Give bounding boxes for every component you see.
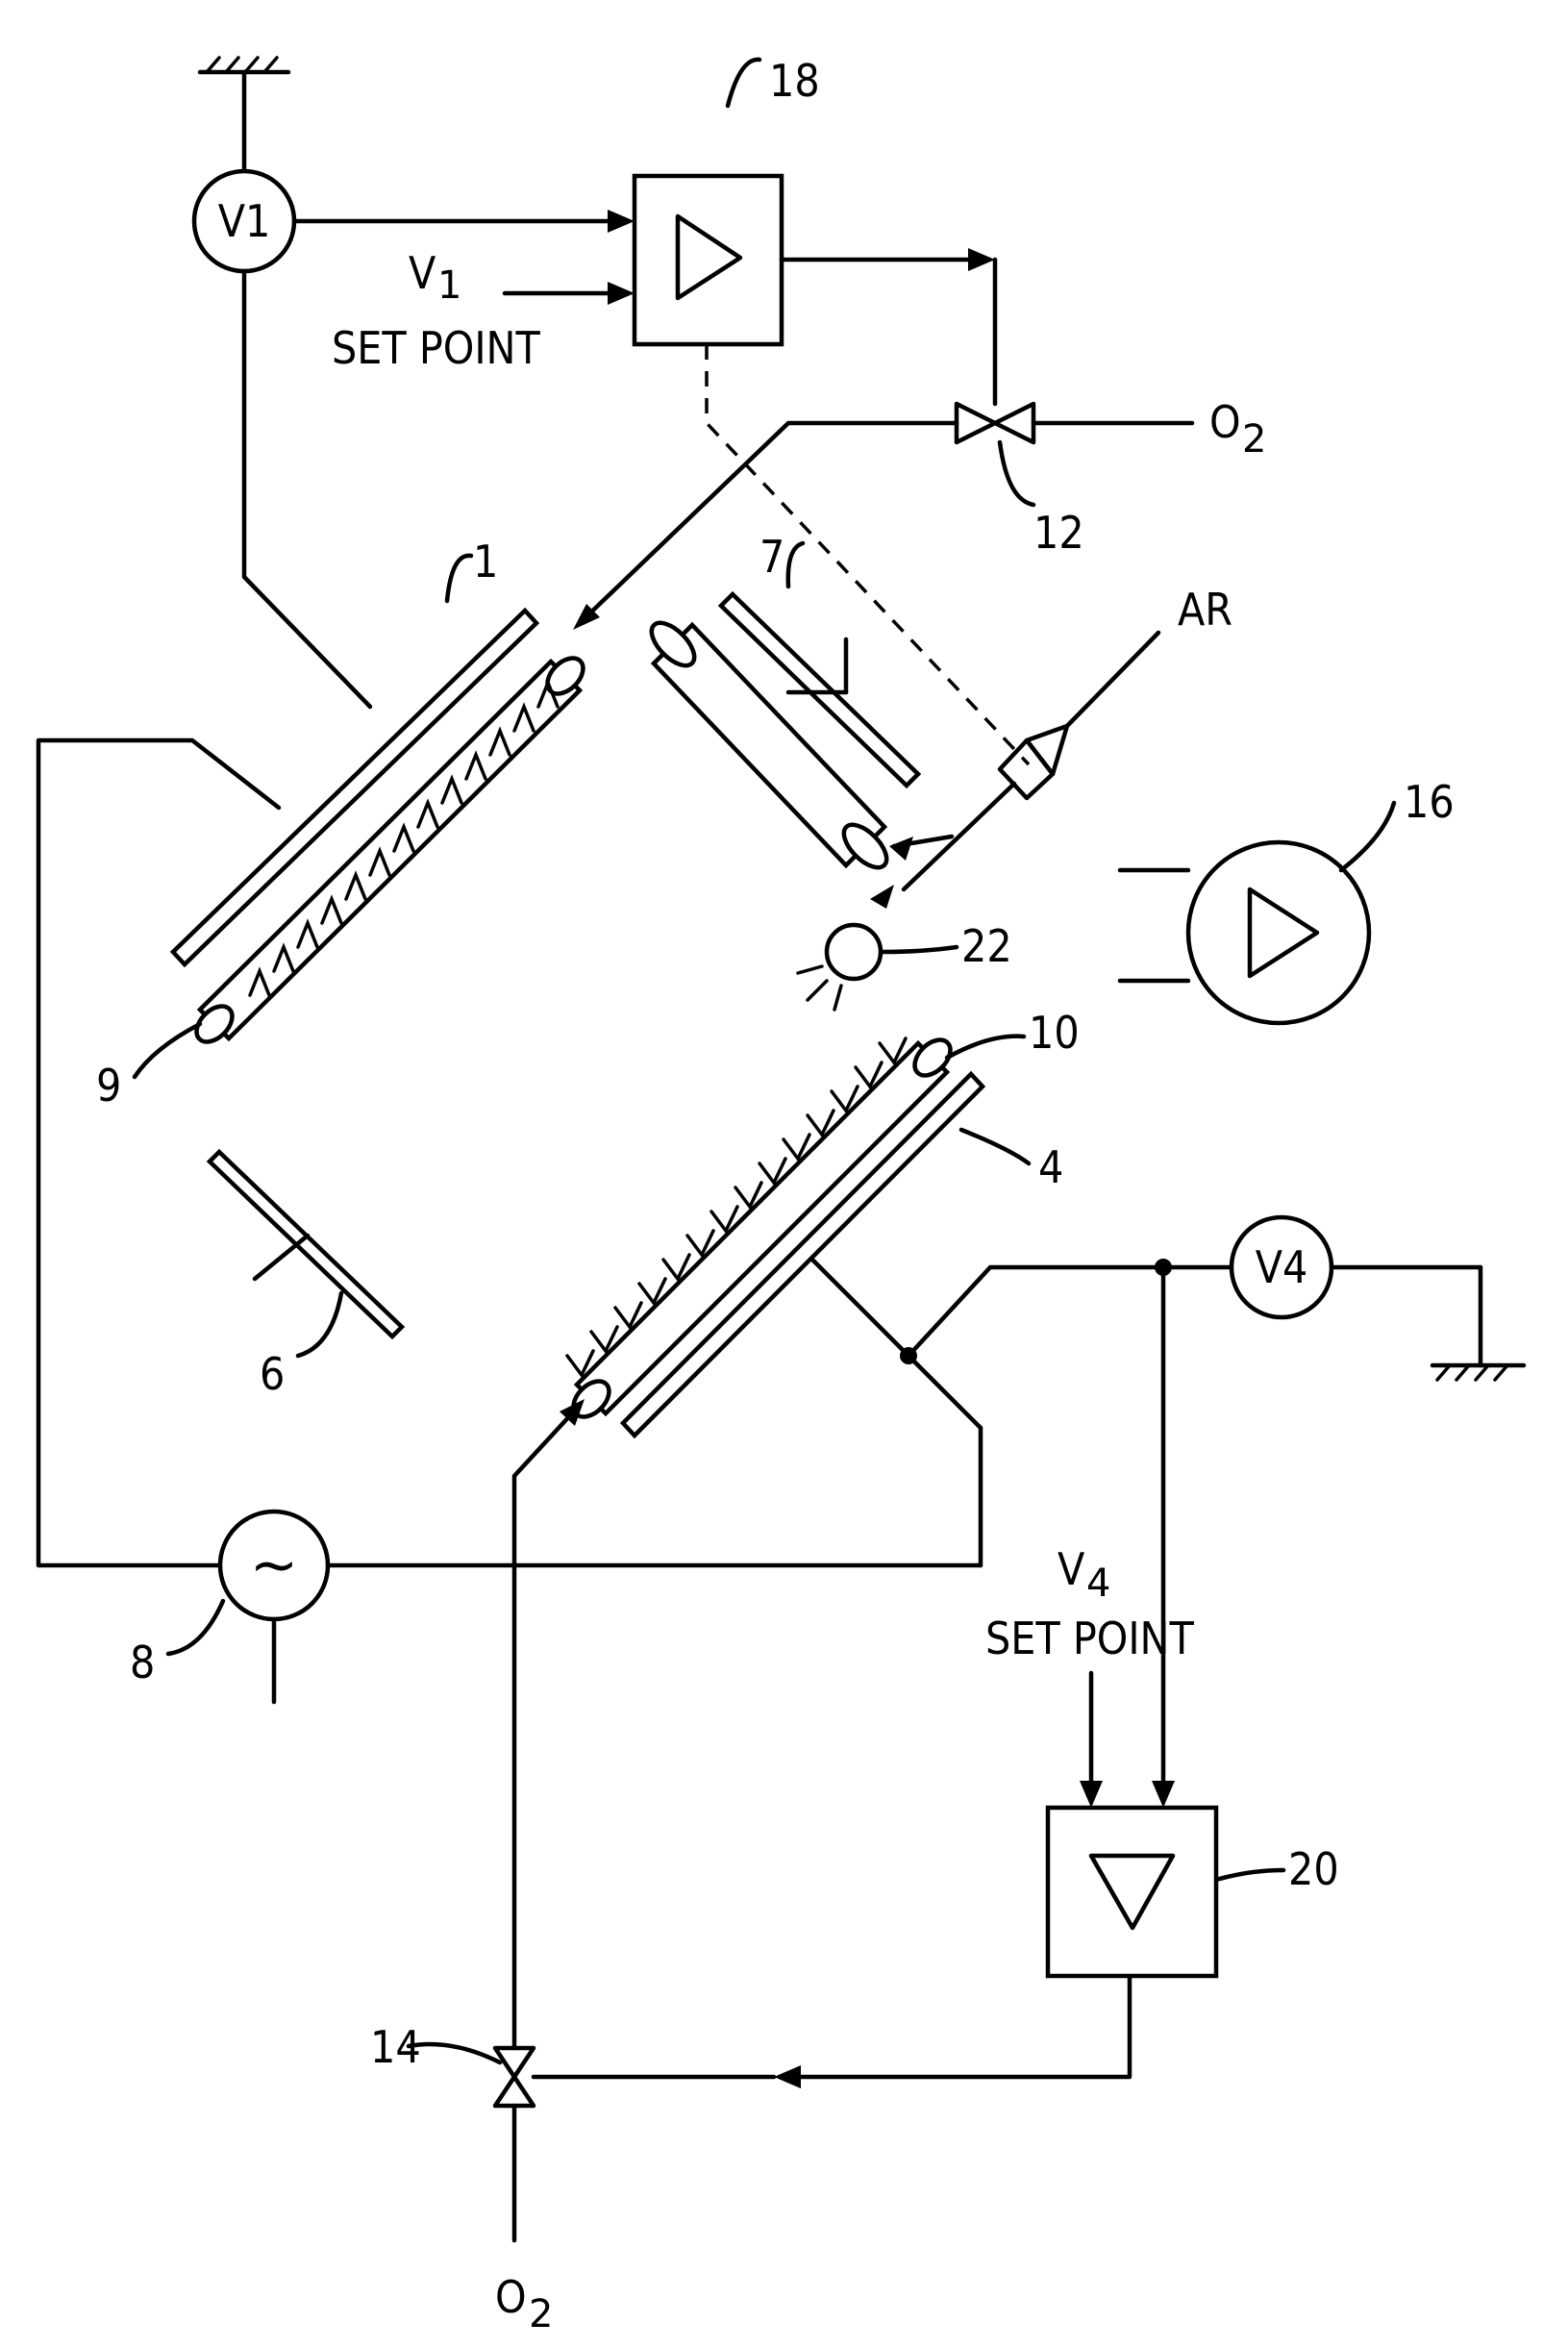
- label-6: 6: [260, 1348, 285, 1400]
- label-18: 18: [769, 55, 820, 107]
- svg-text:1: 1: [437, 263, 461, 308]
- svg-text:2: 2: [529, 2292, 553, 2337]
- ac-symbol: ~: [250, 1532, 298, 1599]
- gas-tube-9: [190, 652, 590, 1049]
- valve-14: [495, 2048, 534, 2106]
- voltmeter-v1: V1: [194, 171, 294, 271]
- label-12: 12: [1033, 507, 1084, 559]
- controller-20: [1048, 1808, 1216, 1976]
- label-1: 1: [473, 536, 498, 587]
- label-22: 22: [961, 920, 1012, 972]
- svg-text:4: 4: [1086, 1562, 1110, 1606]
- svg-text:SET POINT: SET POINT: [332, 322, 541, 374]
- gas-tube-10: [567, 1034, 958, 1424]
- substrate-6: [210, 1152, 402, 1337]
- svg-text:V: V: [1058, 1543, 1084, 1595]
- ground-symbol-v4: [1432, 1365, 1524, 1380]
- svg-text:SET POINT: SET POINT: [985, 1612, 1195, 1664]
- label-9: 9: [96, 1060, 121, 1112]
- v1-setpoint-label: V 1 SET POINT: [332, 247, 541, 374]
- ac-source-8: ~: [220, 1512, 328, 1619]
- label-7: 7: [759, 531, 784, 583]
- svg-text:O: O: [1209, 396, 1241, 448]
- v1-meter-label: V1: [218, 195, 271, 247]
- v4-meter-label: V4: [1256, 1241, 1308, 1293]
- svg-text:O: O: [495, 2271, 527, 2323]
- label-8: 8: [130, 1637, 155, 1688]
- light-source-22: [798, 925, 881, 1010]
- label-20: 20: [1288, 1843, 1339, 1895]
- valve-12: [957, 404, 1033, 442]
- ground-symbol-top: [200, 58, 288, 171]
- label-14: 14: [370, 2021, 421, 2073]
- argon-label: AR: [1178, 584, 1232, 636]
- controller-18: [635, 176, 782, 344]
- svg-text:V: V: [409, 247, 436, 299]
- o2-bottom-label: O 2: [495, 2271, 553, 2337]
- voltmeter-v4: V4: [1232, 1217, 1332, 1317]
- o2-top-label: O 2: [1209, 396, 1266, 462]
- label-10: 10: [1029, 1007, 1080, 1059]
- svg-text:2: 2: [1242, 417, 1266, 462]
- label-4: 4: [1038, 1141, 1063, 1193]
- label-16: 16: [1404, 776, 1455, 828]
- target-4: [623, 1074, 983, 1436]
